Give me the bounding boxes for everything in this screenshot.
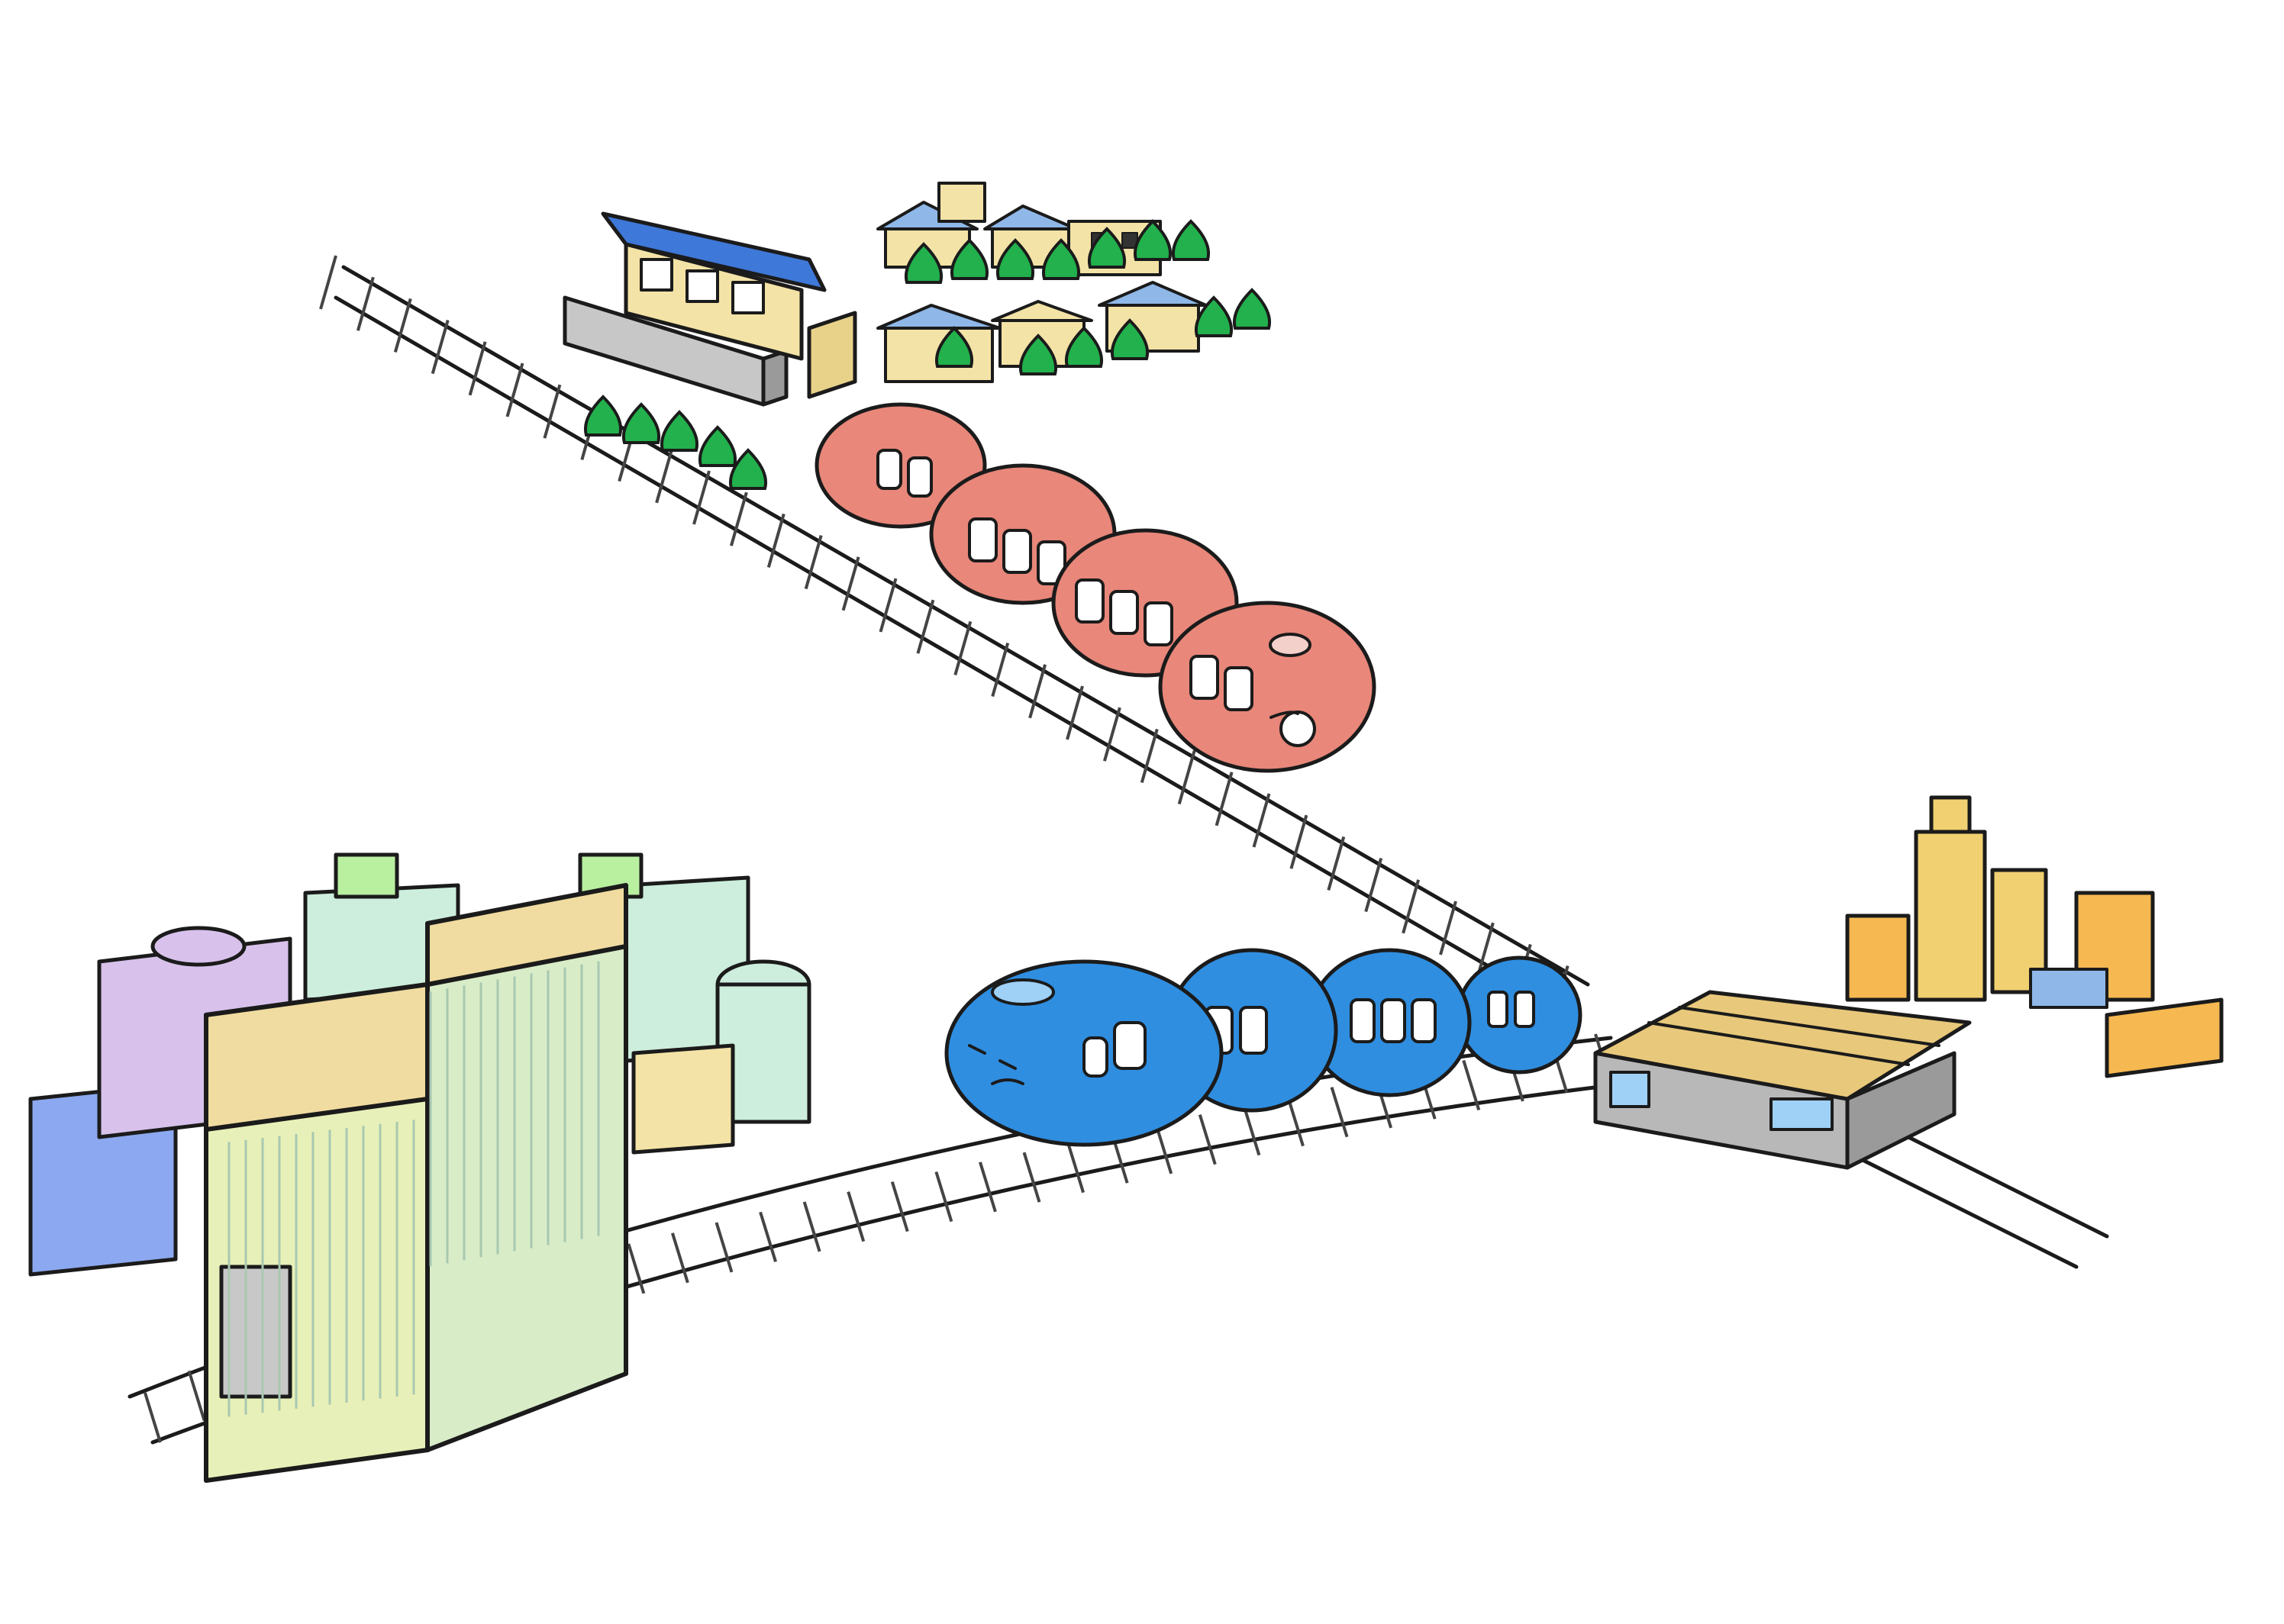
rail-tie [505, 362, 524, 417]
terminal-station [1593, 990, 1972, 1170]
tree-icon [1195, 295, 1233, 337]
tree-icon [1111, 318, 1149, 360]
house [876, 304, 1002, 383]
upper-railway-track [319, 255, 1590, 1020]
rail-tie [1022, 1152, 1041, 1203]
rail-tie [1066, 685, 1084, 740]
rail-tie [934, 1171, 953, 1223]
rail-tie [543, 384, 562, 439]
tree-icon [950, 238, 989, 280]
rail-tie [144, 1392, 162, 1443]
rail-tie [319, 255, 337, 310]
rail-tie [991, 643, 1010, 698]
rail-tie [916, 599, 935, 654]
tree-icon [1233, 288, 1271, 330]
rail-tie [655, 449, 674, 504]
blue-train-face-icon [968, 1044, 1017, 1070]
rail-tie [431, 320, 450, 375]
rail-tie [715, 1222, 734, 1273]
rail-tie [1198, 1114, 1217, 1165]
tree-icon [996, 238, 1034, 280]
rail-tie [1476, 922, 1495, 977]
tree-icon [1172, 219, 1210, 261]
rail-tie [1102, 707, 1121, 762]
red-train-face-icon [1279, 710, 1316, 747]
tree-icon [1042, 238, 1080, 280]
trees [584, 219, 1271, 490]
blue-train-locomotive [944, 959, 1224, 1147]
rail-tie [879, 578, 898, 633]
city-building [303, 852, 460, 1002]
tree-icon [729, 448, 767, 490]
rail-tie [1289, 814, 1308, 869]
tall-building [204, 883, 628, 1483]
rail-tie [890, 1181, 909, 1232]
blue-train-car [1456, 955, 1582, 1075]
rail-tie [804, 535, 823, 590]
house [1098, 281, 1208, 353]
rail-tie [847, 1191, 866, 1242]
tree-icon [698, 425, 737, 467]
rail-tie [1140, 728, 1159, 783]
rail-tie [759, 1211, 777, 1262]
rail-tie [670, 1232, 689, 1284]
red-train [815, 402, 1376, 773]
tree-icon [622, 402, 660, 444]
tree-icon [935, 326, 973, 368]
red-train-locomotive [1158, 601, 1376, 773]
city-building [631, 1043, 735, 1155]
tree-icon [1019, 334, 1057, 375]
rail-tie [692, 470, 711, 525]
red-train-car [815, 402, 987, 529]
rail-tie [393, 298, 412, 353]
rail-tie [1439, 901, 1457, 955]
rail-tie [1330, 1087, 1349, 1138]
rail-tie [841, 556, 860, 611]
tree-icon [905, 242, 943, 284]
tree-icon [1088, 227, 1126, 269]
rail-tie [1364, 858, 1383, 913]
rail-tie [1286, 1096, 1305, 1147]
rail-tie [1327, 836, 1346, 891]
blue-train [944, 948, 1582, 1147]
rail-tie [1177, 750, 1196, 805]
rail-tie [802, 1201, 821, 1252]
rail-tie [729, 491, 748, 546]
tree-icon [1065, 326, 1103, 368]
rural-station [563, 211, 857, 407]
rail-tie [1242, 1105, 1261, 1156]
rail-tie [979, 1162, 997, 1213]
rail-tie [766, 513, 786, 568]
rail-tie [187, 1370, 206, 1421]
tree-icon [660, 410, 698, 452]
house [937, 182, 986, 223]
terminal-towers [1845, 795, 2224, 1078]
rail-tie [1154, 1123, 1173, 1174]
rail-tie [1215, 772, 1234, 826]
rail-tie [356, 276, 375, 331]
rail-tie [627, 1243, 646, 1294]
rail-tie [1402, 879, 1421, 934]
rail-tie [953, 620, 973, 675]
rail-tie [1066, 1142, 1086, 1194]
rail-tie [468, 341, 487, 396]
rail-tie [1252, 793, 1271, 848]
rail-tie [1028, 664, 1047, 719]
tree-icon [584, 395, 622, 437]
tree-icon [1134, 219, 1172, 261]
rail-tie [1462, 1059, 1481, 1111]
